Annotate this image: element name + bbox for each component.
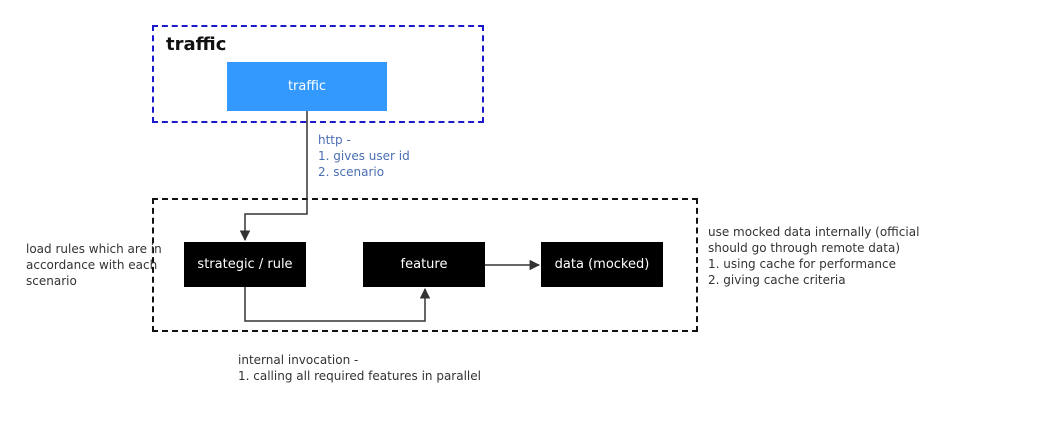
strategic-rule-node: strategic / rule <box>184 242 306 287</box>
load-rules-note: load rules which are in accordance with … <box>26 242 162 288</box>
data-mocked-node: data (mocked) <box>541 242 663 287</box>
core-group-box <box>152 198 698 332</box>
internal-invocation-note: internal invocation - 1. calling all req… <box>238 353 481 383</box>
traffic-group-box <box>152 25 484 123</box>
traffic-node: traffic <box>227 62 387 111</box>
mocked-data-note: use mocked data internally (official sho… <box>708 225 920 287</box>
traffic-group-title: traffic <box>166 34 227 55</box>
http-note: http - 1. gives user id 2. scenario <box>318 133 410 179</box>
feature-node: feature <box>363 242 485 287</box>
